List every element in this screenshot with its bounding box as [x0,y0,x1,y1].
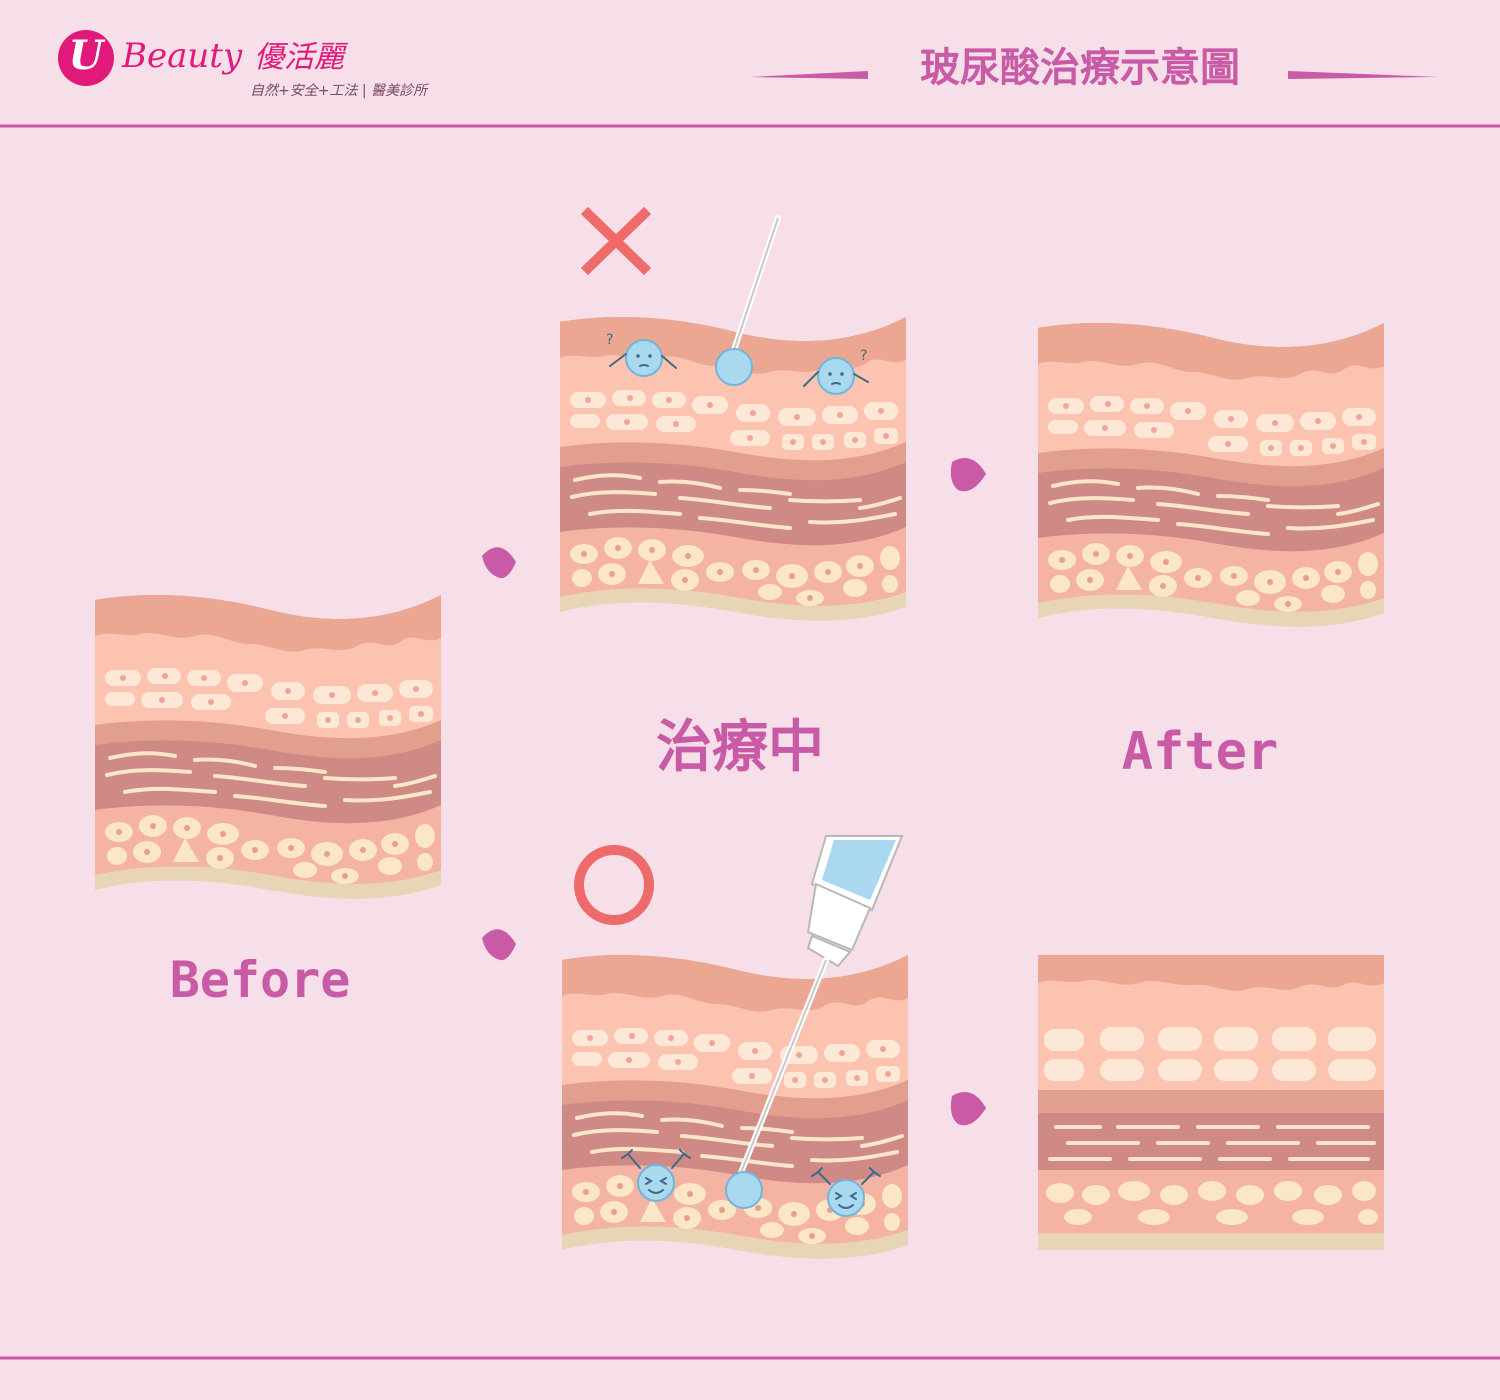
skin-before-section [93,593,443,901]
circle-mark-icon [574,845,654,925]
brand-logo: U Beauty 優活麗 自然+安全+工法 | 醫美診所 [58,30,458,110]
label-before: Before [169,951,351,1009]
page-title: 玻尿酸治療示意圖 [920,45,1240,91]
confused-filler-characters: ?? [606,332,869,395]
svg-text:?: ? [860,348,867,364]
shallow-needle-icon [715,215,781,386]
title-rule-left [750,71,868,79]
logo-brand-text: Beauty [122,36,243,76]
arrow-to-after-bottom [950,1092,986,1126]
cross-mark-icon [580,206,652,276]
arrow-to-wrong [482,547,516,579]
logo-tagline: 自然+安全+工法 | 醫美診所 [250,83,428,99]
skin-after-wrong-section [1036,321,1386,629]
happy-filler-characters [621,1149,881,1217]
label-during-treatment: 治療中 [656,715,824,780]
logo-mark: U [58,30,114,86]
syringe-icon [725,835,904,1209]
arrow-to-correct [482,929,516,961]
label-after: After [1121,722,1279,782]
title-rule-right [1288,71,1438,79]
skin-after-correct-section [1036,953,1386,1252]
svg-text:?: ? [606,332,613,348]
logo-chinese-name: 優活麗 [254,40,344,75]
arrow-to-after-top [950,458,986,492]
